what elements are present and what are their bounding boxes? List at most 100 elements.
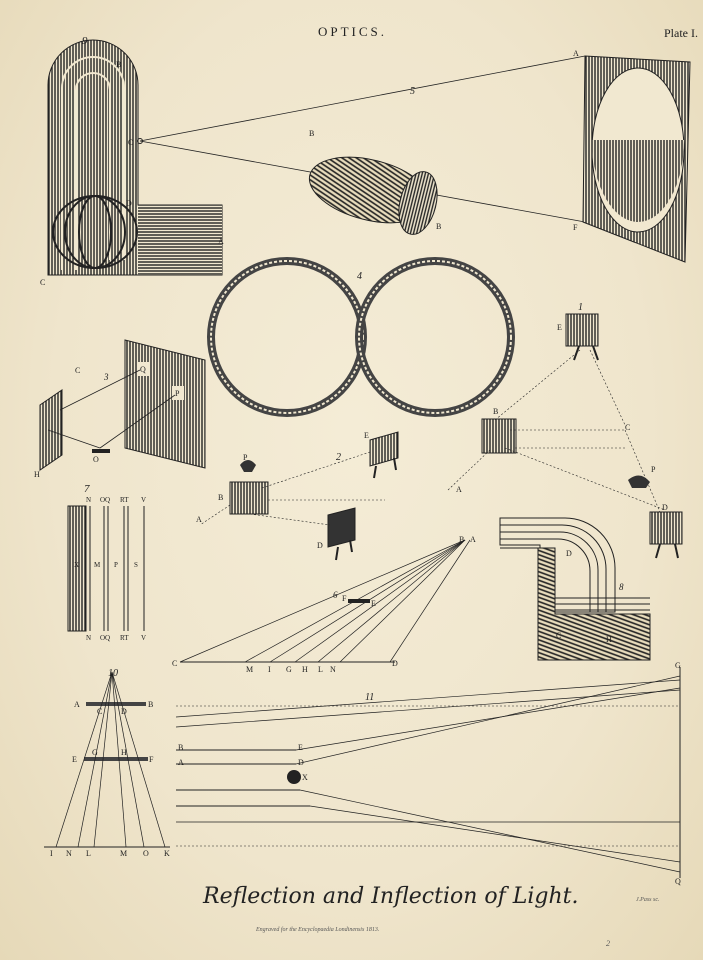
fig1-label-D: D	[662, 503, 668, 512]
fig11-label-G: G	[675, 661, 681, 670]
fig11-label-D: D	[298, 758, 304, 767]
fig1-number: 1	[578, 302, 583, 313]
fig8-label-C: C	[556, 631, 561, 640]
fig7-bottom-V: V	[141, 634, 146, 642]
fig1-label-C: C	[625, 423, 630, 432]
plate-number: Plate I.	[664, 26, 698, 40]
fig8-number: 8	[619, 582, 624, 592]
fig11-label-A: A	[178, 758, 184, 767]
figure-9: 9 B D A C	[40, 35, 224, 287]
fig6-label-N: N	[330, 665, 336, 674]
fig7-mid-X: X	[74, 561, 79, 569]
fig6-number: 6	[333, 590, 338, 600]
fig10-label-F: F	[149, 755, 154, 764]
imprint-line: Engraved for the Encyclopaedia Londinens…	[256, 927, 380, 933]
fig6-label-F: F	[342, 594, 347, 603]
fig9-label-A: A	[218, 237, 224, 246]
fig1-label-E: E	[557, 323, 562, 332]
figure-4: 4	[207, 257, 515, 417]
fig10-label-B: B	[148, 700, 153, 709]
fig7-mid-M: M	[94, 561, 101, 569]
fig10-label-H: H	[121, 748, 127, 757]
fig10-label-I: I	[50, 849, 53, 858]
fig6-label-C: C	[172, 659, 177, 668]
fig10-label-A: A	[74, 700, 80, 709]
fig10-number: 10	[108, 668, 118, 679]
fig10-label-G: G	[92, 748, 98, 757]
fig7-top-V: V	[141, 496, 146, 504]
figure-8: 8 D C H	[499, 517, 651, 661]
figure-11: 11 G B E A D X Q	[175, 661, 681, 886]
fig8-label-H: H	[606, 635, 612, 644]
fig2-number: 2	[336, 452, 341, 463]
fig7-bottom-N: N	[86, 634, 91, 642]
plate-caption: Reflection and Inflection of Light.	[203, 884, 579, 909]
fig9-number: 9	[82, 35, 88, 47]
fig3-label-O: O	[93, 455, 99, 464]
fig7-mid-P: P	[114, 561, 118, 569]
figure-2: 2 P B E A D	[196, 431, 399, 561]
fig7-mid-S: S	[134, 561, 138, 569]
fig11-label-Q: Q	[675, 877, 681, 886]
fig3-label-Q: Q	[140, 365, 146, 374]
fig3-label-P: P	[175, 389, 180, 398]
figure-5: 5 O B B A F	[128, 49, 691, 263]
fig6-label-E: E	[371, 599, 376, 608]
fig1-label-P: P	[651, 465, 656, 474]
page-mark: 2	[606, 939, 610, 948]
fig6-label-B: B	[459, 535, 464, 544]
fig5-label-B1: B	[309, 129, 314, 138]
fig10-label-E: E	[72, 755, 77, 764]
fig3-number: 3	[103, 372, 109, 382]
fig1-label-A: A	[456, 485, 462, 494]
fig3-label-C: C	[75, 366, 80, 375]
fig6-label-A: A	[470, 535, 476, 544]
fig11-label-B: B	[178, 743, 183, 752]
fig8-label-D: D	[566, 549, 572, 558]
fig5-label-B2: B	[436, 222, 441, 231]
fig6-label-M: M	[246, 665, 253, 674]
fig10-label-L: L	[86, 849, 91, 858]
fig1-label-B: B	[493, 407, 498, 416]
fig9-label-D: D	[126, 199, 132, 208]
fig7-number: 7	[84, 483, 90, 495]
figure-7: 7 N OQ RT V N OQ RT V X M P S	[67, 483, 146, 642]
fig2-label-B: B	[218, 493, 223, 502]
fig6-label-H: H	[302, 665, 308, 674]
fig7-top-OQ: OQ	[100, 496, 110, 504]
fig2-label-E: E	[364, 431, 369, 440]
fig5-label-A: A	[573, 49, 579, 58]
fig6-label-G: G	[286, 665, 292, 674]
fig7-bottom-OQ: OQ	[100, 634, 110, 642]
figure-1: 1 E B C A P D	[447, 302, 683, 559]
fig10-label-K: K	[164, 849, 170, 858]
fig5-number: 5	[410, 86, 415, 97]
fig10-label-M: M	[120, 849, 127, 858]
fig6-label-L: L	[318, 665, 323, 674]
fig2-label-P: P	[243, 453, 248, 462]
fig10-label-O: O	[143, 849, 149, 858]
fig7-top-N: N	[86, 496, 91, 504]
fig5-label-F: F	[573, 223, 578, 232]
figure-10: 10 A B C D E F G H I N L M O K	[44, 668, 170, 858]
fig10-label-N: N	[66, 849, 72, 858]
fig11-label-X: X	[302, 773, 308, 782]
fig10-label-C: C	[97, 707, 102, 716]
fig2-label-D: D	[317, 541, 323, 550]
fig9-label-B: B	[116, 60, 121, 69]
fig7-top-RT: RT	[120, 496, 129, 504]
fig6-label-I: I	[268, 665, 271, 674]
fig3-label-H: H	[34, 470, 40, 479]
fig4-number: 4	[357, 271, 362, 282]
fig6-label-D: D	[392, 659, 398, 668]
engraver-credit: J.Pass sc.	[636, 897, 660, 903]
fig9-label-C: C	[40, 278, 45, 287]
plate-title: OPTICS.	[318, 24, 388, 39]
fig5-label-O: O	[128, 138, 134, 147]
fig11-number: 11	[365, 692, 374, 703]
figure-6: 6 B A F E C M I G H L N D	[172, 535, 476, 674]
figure-3: 3 C H Q P O	[34, 339, 206, 479]
fig7-bottom-RT: RT	[120, 634, 129, 642]
